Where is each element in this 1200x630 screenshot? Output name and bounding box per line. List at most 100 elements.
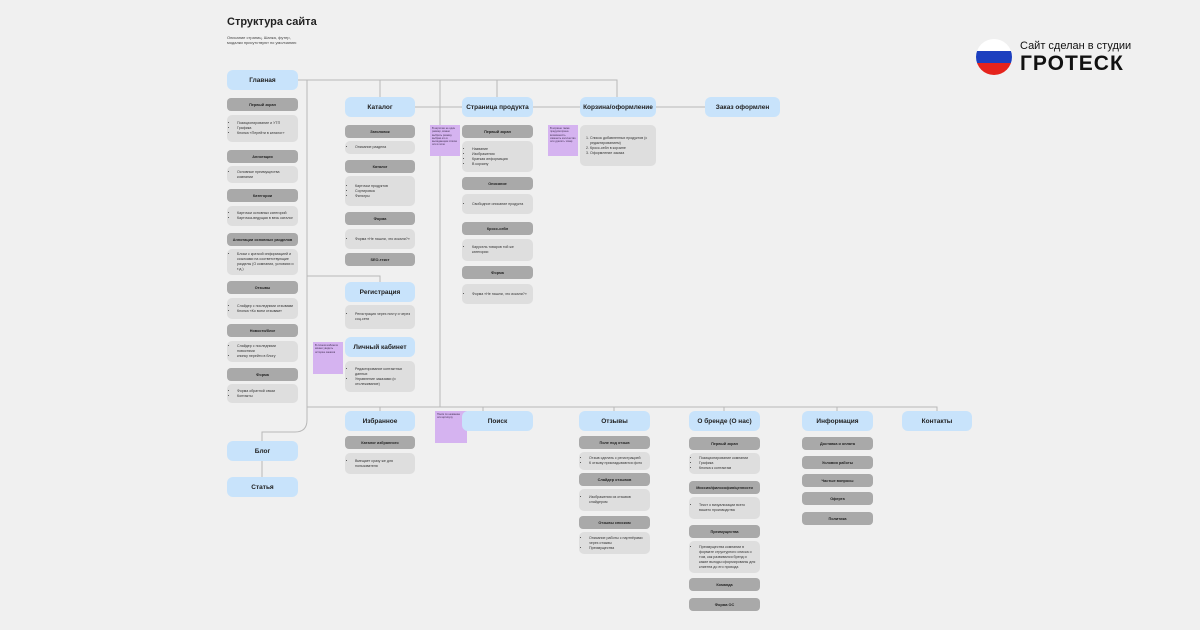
node-cabinet[interactable]: Личный кабинет (345, 337, 415, 357)
home-card-2-item: Карточки основных категорий (237, 211, 294, 216)
cabinet-card-item: Редактирование контактных данных (355, 367, 411, 377)
reviews-card-0-item: К отзыву прикладываются фото (589, 461, 646, 466)
home-card-5: Слайдер с последними новостями кнопку пе… (227, 341, 298, 362)
product-section-3: Форма (462, 266, 533, 279)
node-favorites[interactable]: Избранное (345, 411, 415, 431)
cabinet-card: Редактирование контактных данных Управле… (345, 361, 415, 392)
node-product[interactable]: Страница продукта (462, 97, 533, 117)
home-section-2: Категории (227, 189, 298, 202)
home-card-0-item: Кнопка «Перейти в каталог» (237, 131, 294, 136)
about-team: Команда (689, 578, 760, 591)
studio-badge[interactable]: Сайт сделан в студии ГРОТЕСК (976, 39, 1156, 75)
home-card-1-item: Основные преимущества компании (237, 170, 294, 180)
russian-flag-icon (976, 39, 1012, 75)
home-card-0: Позиционирование и УТП Графика Кнопка «П… (227, 115, 298, 142)
home-section-1: Аннотация (227, 150, 298, 163)
about-feedback-form: Форма ОС (689, 598, 760, 611)
catalog-section-0: Заголовок (345, 125, 415, 138)
node-catalog[interactable]: Каталог (345, 97, 415, 117)
favorites-card-item: Вмещает сразу же для пользователя (355, 459, 411, 469)
home-card-6-item: Форма обратной связи (237, 389, 294, 394)
home-card-0-item: Графика (237, 126, 294, 131)
info-item-offer: Оферта (802, 492, 873, 505)
node-article[interactable]: Статья (227, 477, 298, 497)
home-card-4-item: Слайдер с последними отзывами (237, 304, 294, 309)
home-card-2-item: Карточка-ведущая в весь каталог (237, 216, 294, 221)
favorites-card: Вмещает сразу же для пользователя (345, 453, 415, 474)
page-title: Структура сайта (227, 16, 317, 28)
home-section-4: Отзывы (227, 281, 298, 294)
catalog-card-1: Карточки продуктов Сортировка Фильтры (345, 176, 415, 206)
node-order-complete[interactable]: Заказ оформлен (705, 97, 780, 117)
cabinet-card-item: Управление заказами (и отслеживание) (355, 377, 411, 387)
home-section-6: Форма (227, 368, 298, 381)
info-item-terms: Условия работы (802, 456, 873, 469)
about-section-0: Первый экран (689, 437, 760, 450)
about-card-0-item: Графика (699, 461, 756, 466)
product-section-2: Кросс-сейл (462, 222, 533, 235)
node-cart[interactable]: Корзина/оформление (580, 97, 656, 117)
about-section-2: Преимущества (689, 525, 760, 538)
product-card-2-item: Карусель товаров той же категории (472, 245, 529, 255)
about-card-2-item: Преимущества компании в формате структур… (699, 545, 756, 570)
studio-logo: ГРОТЕСК (1020, 52, 1124, 75)
reviews-section-0: Поле под отзыв (579, 436, 650, 449)
product-card-0-item: Изображения (472, 152, 529, 157)
product-card-1: Свободное описание продукта (462, 194, 533, 214)
info-item-policy: Политика (802, 512, 873, 525)
catalog-card-2: Форма «Не нашли, что искали?» (345, 229, 415, 249)
catalog-section-1: Каталог (345, 160, 415, 173)
product-card-0-item: Название (472, 147, 529, 152)
home-card-4: Слайдер с последними отзывами Кнопка «Ко… (227, 298, 298, 319)
catalog-card-1-item: Карточки продуктов (355, 184, 411, 189)
reviews-card-2: Описание работы с партнёрами через отзыв… (579, 532, 650, 554)
home-card-5-item: Слайдер с последними новостями (237, 344, 294, 354)
product-card-0: Название Изображения Краткая информация … (462, 141, 533, 172)
cart-card-item: Список добавленных продуктов (с редактир… (590, 136, 652, 146)
home-card-2: Карточки основных категорий Карточка-вед… (227, 206, 298, 226)
catalog-seo-text: SEO-текст (345, 253, 415, 266)
node-registration[interactable]: Регистрация (345, 282, 415, 302)
home-card-1: Основные преимущества компании (227, 166, 298, 183)
home-card-6: Форма обратной связи Контакты (227, 384, 298, 403)
reviews-section-2: Отзывы списком (579, 516, 650, 529)
home-card-3: Блоки с краткой информацией и ссылками н… (227, 249, 298, 275)
studio-caption: Сайт сделан в студии (1020, 40, 1132, 52)
reviews-card-1: Изображения из отзывов слайдером (579, 489, 650, 511)
info-item-delivery: Доставка и оплата (802, 437, 873, 450)
product-card-3: Форма «Не нашли, что искали?» (462, 284, 533, 304)
product-card-0-item: Краткая информация (472, 157, 529, 162)
catalog-card-2-item: Форма «Не нашли, что искали?» (355, 237, 411, 242)
about-card-0: Позиционирование компании Графика Кнопка… (689, 453, 760, 474)
home-card-0-item: Позиционирование и УТП (237, 121, 294, 126)
node-contacts[interactable]: Контакты (902, 411, 972, 431)
home-section-0: Первый экран (227, 98, 298, 111)
about-card-1-item: Текст о визуализации всего вашего произв… (699, 503, 756, 513)
product-card-2: Карусель товаров той же категории (462, 239, 533, 261)
catalog-section-2: Форма (345, 212, 415, 225)
node-blog[interactable]: Блог (227, 441, 298, 461)
about-section-1: Миссия/философия/ценности (689, 481, 760, 494)
catalog-card-0: Описание раздела (345, 141, 415, 154)
reviews-card-0: Отзыв сделать с регистрацией К отзыву пр… (579, 452, 650, 470)
about-card-1: Текст о визуализации всего вашего произв… (689, 497, 760, 519)
home-card-3-item: Блоки с краткой информацией и ссылками н… (237, 252, 294, 272)
product-card-0-item: В корзину (472, 162, 529, 167)
home-card-4-item: Кнопка «Ко всем отзывам» (237, 309, 294, 314)
node-search[interactable]: Поиск (462, 411, 533, 431)
page-subtitle: Описание страниц. Шапка, футер, модалки … (227, 35, 297, 45)
product-section-1: Описание (462, 177, 533, 190)
node-reviews[interactable]: Отзывы (579, 411, 650, 431)
node-info[interactable]: Информация (802, 411, 873, 431)
catalog-card-1-item: Фильтры (355, 194, 411, 199)
node-home[interactable]: Главная (227, 70, 298, 90)
cart-card-item: Кросс-сейл в корзине (590, 146, 652, 151)
info-item-faq: Частые вопросы (802, 474, 873, 487)
node-about[interactable]: О бренде (О нас) (689, 411, 760, 431)
home-section-5: Новости/блог (227, 324, 298, 337)
reviews-card-0-item: Отзыв сделать с регистрацией (589, 456, 646, 461)
product-card-1-item: Свободное описание продукта (472, 202, 529, 207)
home-section-3: Аннотации основных разделов (227, 233, 298, 246)
product-card-3-item: Форма «Не нашли, что искали?» (472, 292, 529, 297)
catalog-card-0-item: Описание раздела (355, 145, 411, 150)
